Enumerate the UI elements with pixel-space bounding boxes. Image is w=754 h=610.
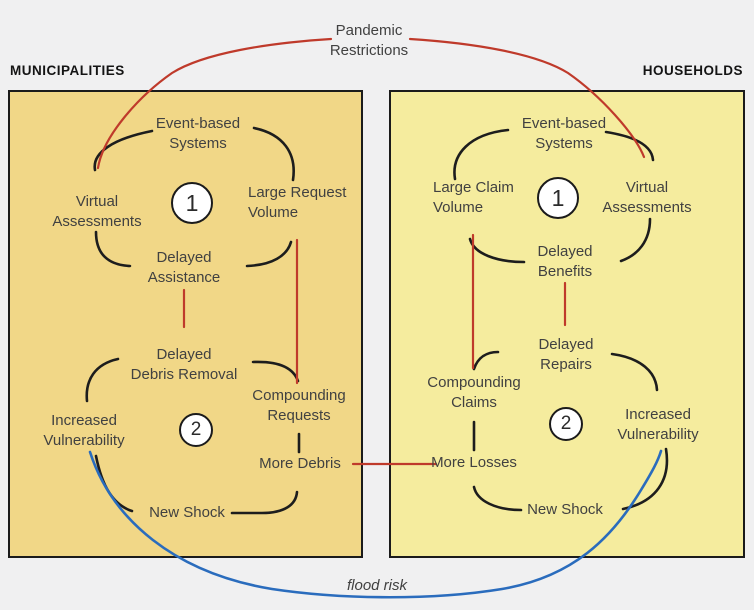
node-more-losses: More Losses [431, 454, 517, 471]
node-new-shock-muni: New Shock [149, 504, 225, 521]
loop1-marker-house: 1 [537, 177, 579, 219]
node-new-shock-house: New Shock [527, 501, 603, 518]
node-more-debris: More Debris [259, 455, 341, 472]
loop2-marker-house: 2 [549, 407, 583, 441]
loop1-number-house: 1 [551, 184, 565, 211]
node-delayed-benefits: Delayed Benefits [537, 243, 593, 280]
municipalities-panel [8, 90, 363, 558]
loop1-number-muni: 1 [185, 189, 199, 216]
pandemic-restrictions-label: Pandemic Restrictions [329, 22, 409, 59]
flood-risk-label: flood risk [346, 577, 408, 594]
node-delayed-repairs: Delayed Repairs [538, 336, 594, 373]
node-virtual-assessments-house: Virtual Assessments [602, 179, 692, 216]
node-virtual-assessments-muni: Virtual Assessments [52, 193, 142, 230]
node-large-request-volume: Large Request Volume [248, 184, 347, 221]
node-increased-vulnerability-muni: Increased Vulnerability [43, 412, 125, 449]
loop1-marker-muni: 1 [171, 182, 213, 224]
node-increased-vulnerability-house: Increased Vulnerability [617, 406, 699, 443]
loop2-marker-muni: 2 [179, 413, 213, 447]
node-event-based-systems-house: Event-based Systems [521, 115, 607, 152]
loop2-number-muni: 2 [190, 419, 202, 440]
households-title: HOUSEHOLDS [642, 63, 743, 78]
loop2-number-house: 2 [560, 413, 572, 434]
households-panel [389, 90, 745, 558]
node-event-based-systems-muni: Event-based Systems [155, 115, 241, 152]
municipalities-title: MUNICIPALITIES [10, 63, 125, 78]
node-delayed-assistance: Delayed Assistance [147, 249, 221, 286]
node-compounding-requests: Compounding Requests [252, 387, 346, 424]
node-compounding-claims: Compounding Claims [427, 374, 521, 411]
node-large-claim-volume: Large Claim Volume [433, 179, 514, 216]
node-delayed-debris-removal: Delayed Debris Removal [130, 346, 238, 383]
